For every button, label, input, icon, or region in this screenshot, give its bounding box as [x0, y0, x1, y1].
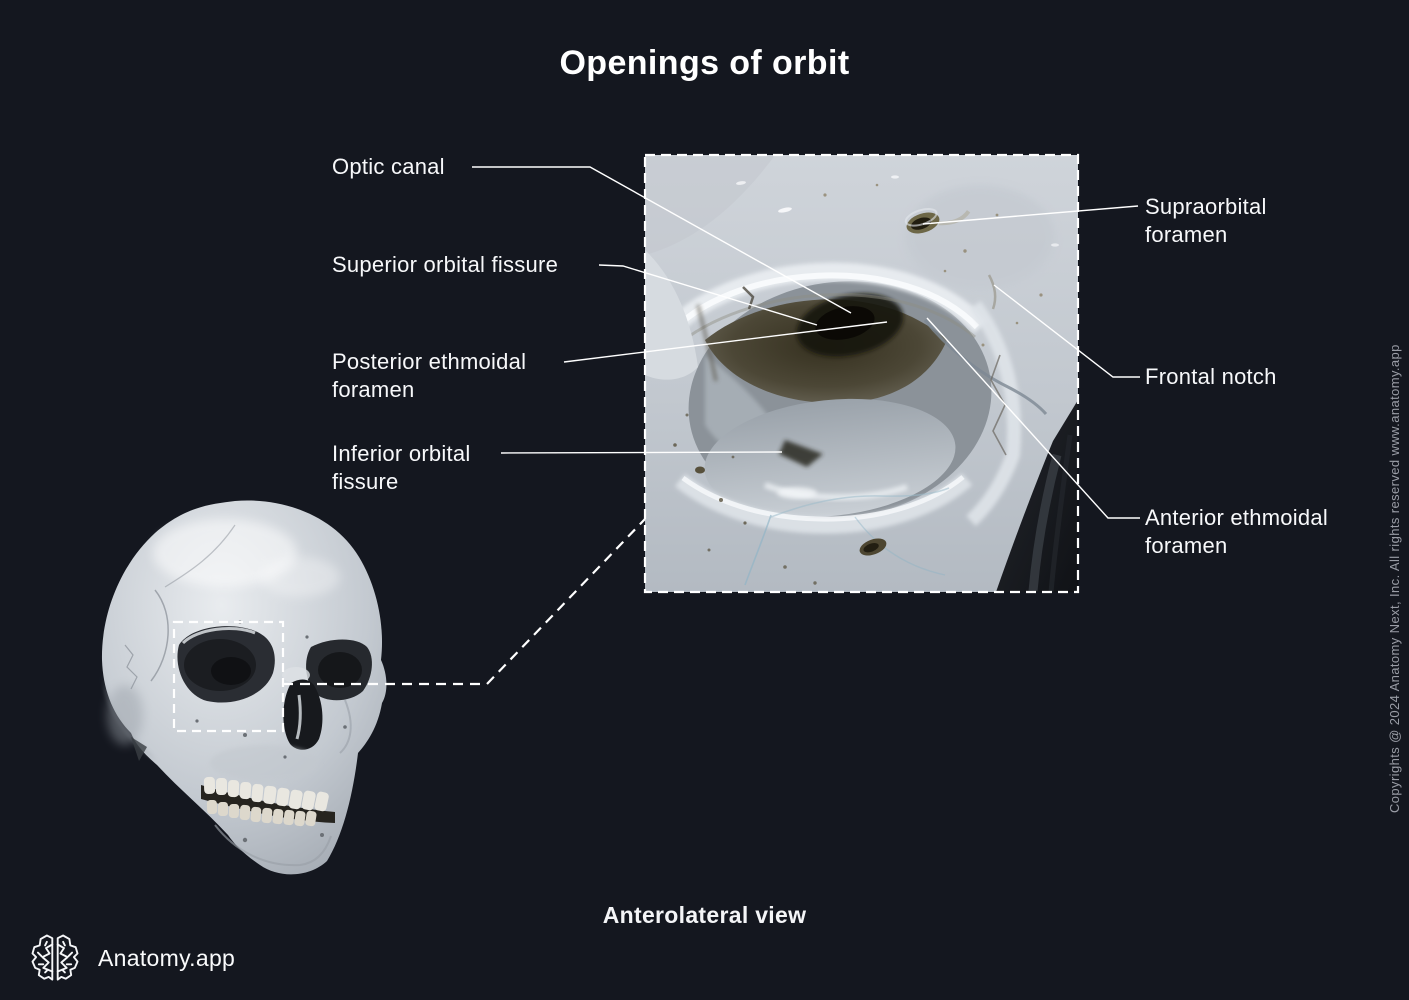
label-inferior-orbital-fissure: Inferior orbital fissure	[332, 441, 471, 494]
page-title: Openings of orbit	[559, 44, 850, 82]
label-posterior-ethmoidal-foramen: Posterior ethmoidal foramen	[332, 349, 527, 402]
brain-logo-icon	[31, 934, 79, 981]
orbit-closeup-image	[645, 155, 1078, 592]
label-optic-canal: Optic canal	[332, 154, 445, 179]
suture-lines	[124, 524, 236, 690]
label-anterior-ethmoidal-foramen: Anterior ethmoidal foramen	[1145, 505, 1329, 558]
brand-footer: Anatomy.app	[28, 931, 235, 985]
brand-name: Anatomy.app	[98, 944, 236, 971]
label-supraorbital-foramen: Supraorbital foramen	[1145, 194, 1267, 247]
view-caption: Anterolateral view	[602, 902, 807, 928]
teeth	[201, 776, 335, 827]
label-superior-orbital-fissure: Superior orbital fissure	[332, 252, 559, 277]
copyright-text: Copyrights @ 2024 Anatomy Next, Inc. All…	[1387, 344, 1402, 813]
label-frontal-notch: Frontal notch	[1145, 364, 1277, 389]
skull-image	[101, 500, 387, 875]
